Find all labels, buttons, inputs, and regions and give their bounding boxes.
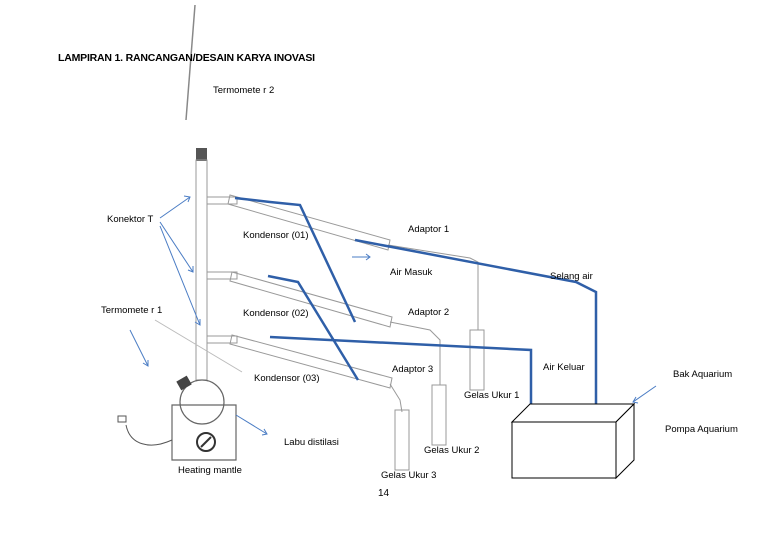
label-measuring-cylinder-3: Gelas Ukur 3 <box>381 470 437 481</box>
connector-t-tubes <box>206 196 238 344</box>
aquarium-tank <box>510 402 636 480</box>
measuring-cylinder-2 <box>431 384 447 446</box>
label-condenser-2: Kondensor (02) <box>243 308 309 319</box>
condenser-3 <box>229 334 393 389</box>
label-aquarium-pump: Pompa Aquarium <box>665 424 738 435</box>
thermometer-1 <box>154 319 243 373</box>
label-connector-t: Konektor T <box>107 214 154 225</box>
label-thermometer-2: Termomete r 2 <box>213 85 275 96</box>
condenser-1 <box>227 194 391 251</box>
label-water-in: Air Masuk <box>390 267 433 278</box>
measuring-cylinder-3 <box>394 409 410 471</box>
label-condenser-3: Kondensor (03) <box>254 373 320 384</box>
label-adapter-1: Adaptor 1 <box>408 224 450 235</box>
adapter-3 <box>389 383 403 413</box>
page-title: LAMPIRAN 1. RANCANGAN/DESAIN KARYA INOVA… <box>58 52 315 64</box>
thermometer-2 <box>185 4 196 121</box>
measuring-cylinder-1 <box>469 329 485 391</box>
distillation-flask <box>176 375 225 425</box>
label-thermometer-1: Termomete r 1 <box>101 305 163 316</box>
label-adapter-3: Adaptor 3 <box>392 364 434 375</box>
label-measuring-cylinder-1: Gelas Ukur 1 <box>464 390 520 401</box>
adapter-2 <box>389 321 441 385</box>
page-number: 14 <box>378 488 390 499</box>
label-water-out: Air Keluar <box>543 362 585 373</box>
label-adapter-2: Adaptor 2 <box>408 307 450 318</box>
label-measuring-cylinder-2: Gelas Ukur 2 <box>424 445 480 456</box>
label-heating-mantle: Heating mantle <box>178 465 242 476</box>
label-aquarium-tank: Bak Aquarium <box>673 369 733 380</box>
label-condenser-1: Kondensor (01) <box>243 230 309 241</box>
label-water-hose: Selang air <box>550 271 593 282</box>
heating-mantle <box>117 404 237 461</box>
adapter-1 <box>387 244 479 330</box>
water-hose <box>234 196 598 404</box>
pointer-arrows <box>129 195 657 436</box>
label-distillation-flask: Labu distilasi <box>284 437 339 448</box>
condenser-2 <box>229 271 393 328</box>
